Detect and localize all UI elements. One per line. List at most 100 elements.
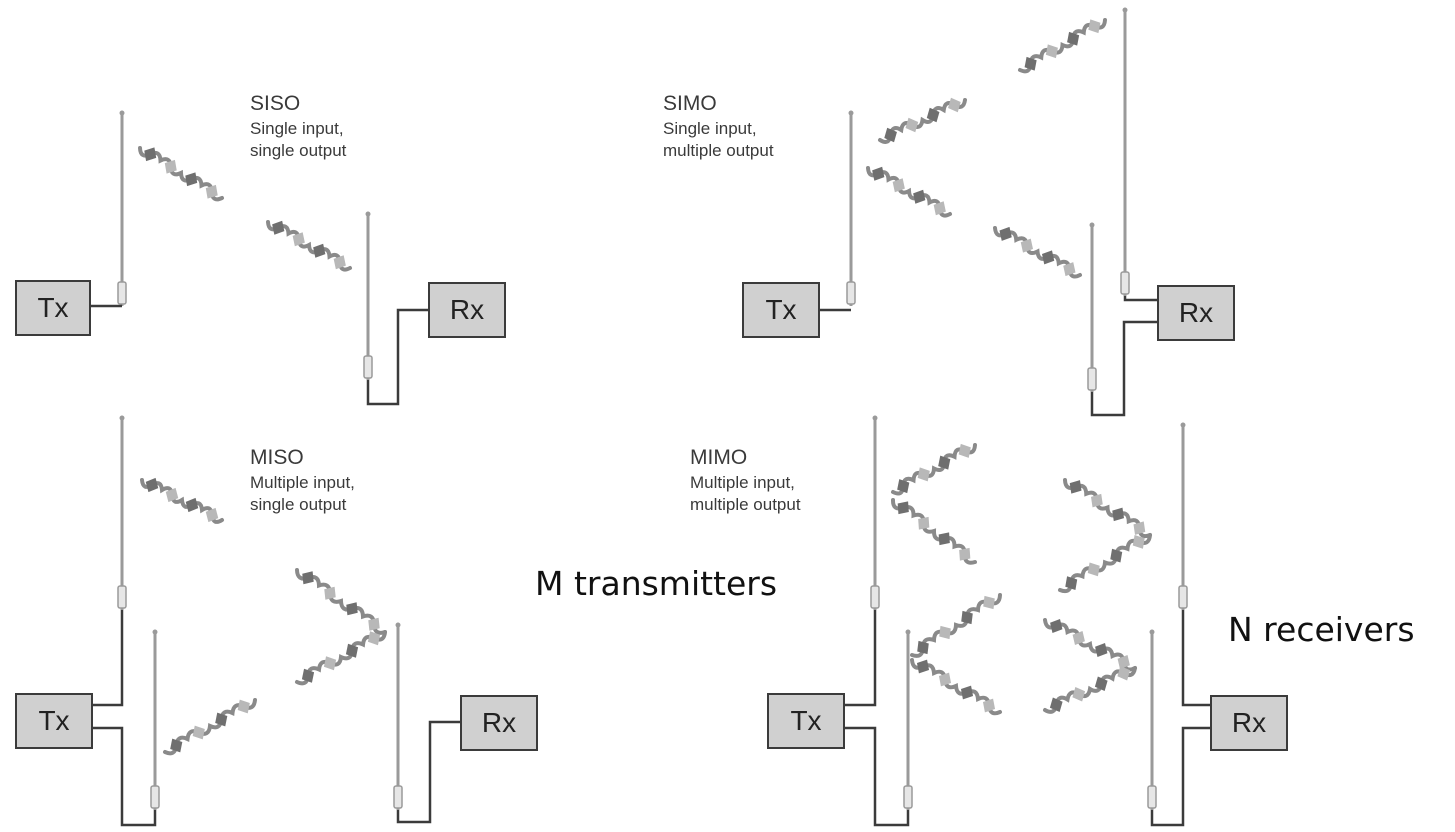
mimo-rx-antenna-1-tip: [1180, 422, 1186, 428]
mimo-wave-8: [1043, 665, 1138, 714]
simo-wave-3-facet: [913, 189, 926, 204]
simo-wave-2-facet: [1024, 56, 1037, 71]
simo-wave-3: [866, 166, 953, 218]
siso-wave-1-facet: [205, 184, 218, 199]
miso-rx-antenna-tip: [395, 622, 401, 628]
simo-wave-1: [878, 97, 968, 144]
mimo-wave-6-facet: [1110, 548, 1123, 563]
mimo-wave-7-facet: [1095, 642, 1108, 658]
miso-desc-line2: single output: [250, 495, 347, 514]
simo-wave-3-facet: [933, 201, 946, 216]
siso-tx-box: Tx: [15, 280, 91, 336]
mimo-rx-wire-2: [1150, 726, 1210, 827]
simo-wave-2: [1018, 18, 1107, 74]
mimo-rx-box: Rx: [1210, 695, 1288, 751]
siso-title: SISO: [250, 92, 301, 115]
siso-desc-line1: Single input,: [250, 119, 344, 138]
mimo-wave-3-facet: [983, 595, 995, 610]
siso-tx-antenna-tip: [119, 110, 125, 116]
simo-rx-wire-1: [1123, 296, 1157, 302]
simo-rx-antenna-2-tip: [1089, 222, 1095, 228]
mimo-tx-wire-1: [845, 610, 877, 707]
siso-wave-2: [266, 220, 353, 272]
miso-tx-antenna-1-tip: [119, 415, 125, 421]
miso-wave-4-facet: [170, 738, 183, 753]
mimo-wave-6-facet: [1065, 576, 1078, 590]
mimo-rx-wire-1: [1181, 610, 1210, 707]
simo-wave-4-facet: [1063, 262, 1076, 277]
simo-wave-2-facet: [1067, 31, 1080, 46]
mimo-wave-3-facet: [961, 610, 973, 625]
miso-tx-wire-2: [93, 726, 157, 827]
mimo-wave-8-facet: [1072, 687, 1086, 702]
miso-desc-line1: Multiple input,: [250, 473, 355, 492]
n-receivers-label: N receivers: [1228, 610, 1415, 649]
simo-wave-1-facet: [948, 97, 961, 113]
mimo-wave-6: [1058, 533, 1152, 594]
siso-wave-2-facet: [292, 232, 305, 247]
mimo-wave-5: [1063, 478, 1152, 539]
miso-title: MISO: [250, 446, 304, 469]
mimo-wave-4-facet: [916, 659, 930, 674]
simo-desc-line1: Single input,: [663, 119, 757, 138]
mimo-wave-5-facet: [1112, 507, 1125, 522]
simo-tx-antenna-connector: [846, 281, 856, 305]
miso-wave-3-facet: [345, 643, 359, 658]
miso-wave-2-facet: [324, 586, 336, 600]
simo-wave-4: [993, 226, 1083, 279]
mimo-wave-1-facet: [958, 443, 971, 458]
simo-rx-wire-2: [1090, 320, 1157, 417]
mimo-wave-2: [891, 498, 978, 565]
mimo-wave-5-facet: [1133, 521, 1146, 535]
simo-wave-2-facet: [1045, 44, 1058, 59]
miso-wave-1-facet: [145, 477, 159, 493]
simo-wave-4-facet: [1020, 238, 1034, 253]
miso-wave-3-facet: [301, 668, 315, 683]
mimo-wave-3-facet: [917, 640, 929, 655]
mimo-wave-3-facet: [939, 625, 951, 640]
miso-rx-box: Rx: [460, 695, 538, 751]
siso-rx-antenna-connector: [363, 355, 373, 379]
siso-wave-1-facet: [185, 172, 198, 187]
simo-rx-box: Rx: [1157, 285, 1235, 341]
simo-wave-4-facet: [999, 226, 1012, 241]
siso-wave-1-facet: [144, 147, 157, 162]
siso-tx-antenna-connector: [117, 281, 127, 305]
mimo-wave-8-facet: [1117, 666, 1131, 681]
mimo-wave-2-facet: [938, 532, 950, 546]
m-transmitters-label: M transmitters: [535, 564, 778, 603]
mimo-tx-antenna-2-tip: [905, 629, 911, 635]
simo-wave-4-facet: [1041, 250, 1055, 265]
mimo-wave-6-facet: [1132, 535, 1145, 549]
simo-rx-antenna-1-connector: [1120, 271, 1130, 295]
miso-wave-1-facet: [205, 507, 219, 523]
miso-rx-wire: [396, 720, 460, 824]
mimo-title: MIMO: [690, 446, 748, 469]
miso-tx-wire-1: [93, 610, 124, 707]
siso-rx-wire: [366, 308, 428, 406]
miso-wave-2-path: [295, 568, 388, 635]
simo-tx-box: Tx: [742, 282, 820, 338]
simo-rx-antenna-1-tip: [1122, 7, 1128, 13]
mimo-tx-antenna-2-connector: [903, 785, 913, 809]
simo-desc-line2: multiple output: [663, 141, 774, 160]
mimo-rx-antenna-2-connector: [1147, 785, 1157, 809]
miso-wave-4-facet: [237, 699, 250, 714]
miso-wave-2: [295, 568, 388, 635]
mimo-wave-8-facet: [1049, 697, 1063, 712]
simo-tx-antenna-tip: [848, 110, 854, 116]
mimo-tx-antenna-1-connector: [870, 585, 880, 609]
mimo-wave-7: [1043, 618, 1138, 672]
siso-wave-1-facet: [164, 159, 177, 174]
mimo-tx-wire-2: [845, 726, 910, 827]
mimo-wave-7-facet: [1117, 654, 1130, 670]
miso-wave-4: [163, 698, 257, 756]
simo-wave-1-facet: [905, 117, 919, 133]
simo-wave-3-facet: [892, 178, 905, 193]
miso-wave-3: [295, 629, 388, 686]
mimo-desc-line2: multiple output: [690, 495, 801, 514]
mimo-rx-antenna-2-tip: [1149, 629, 1155, 635]
mimo-wave-3-path: [910, 593, 1002, 658]
mimo-wave-5-facet: [1090, 493, 1103, 508]
siso-wave-1: [138, 146, 225, 202]
